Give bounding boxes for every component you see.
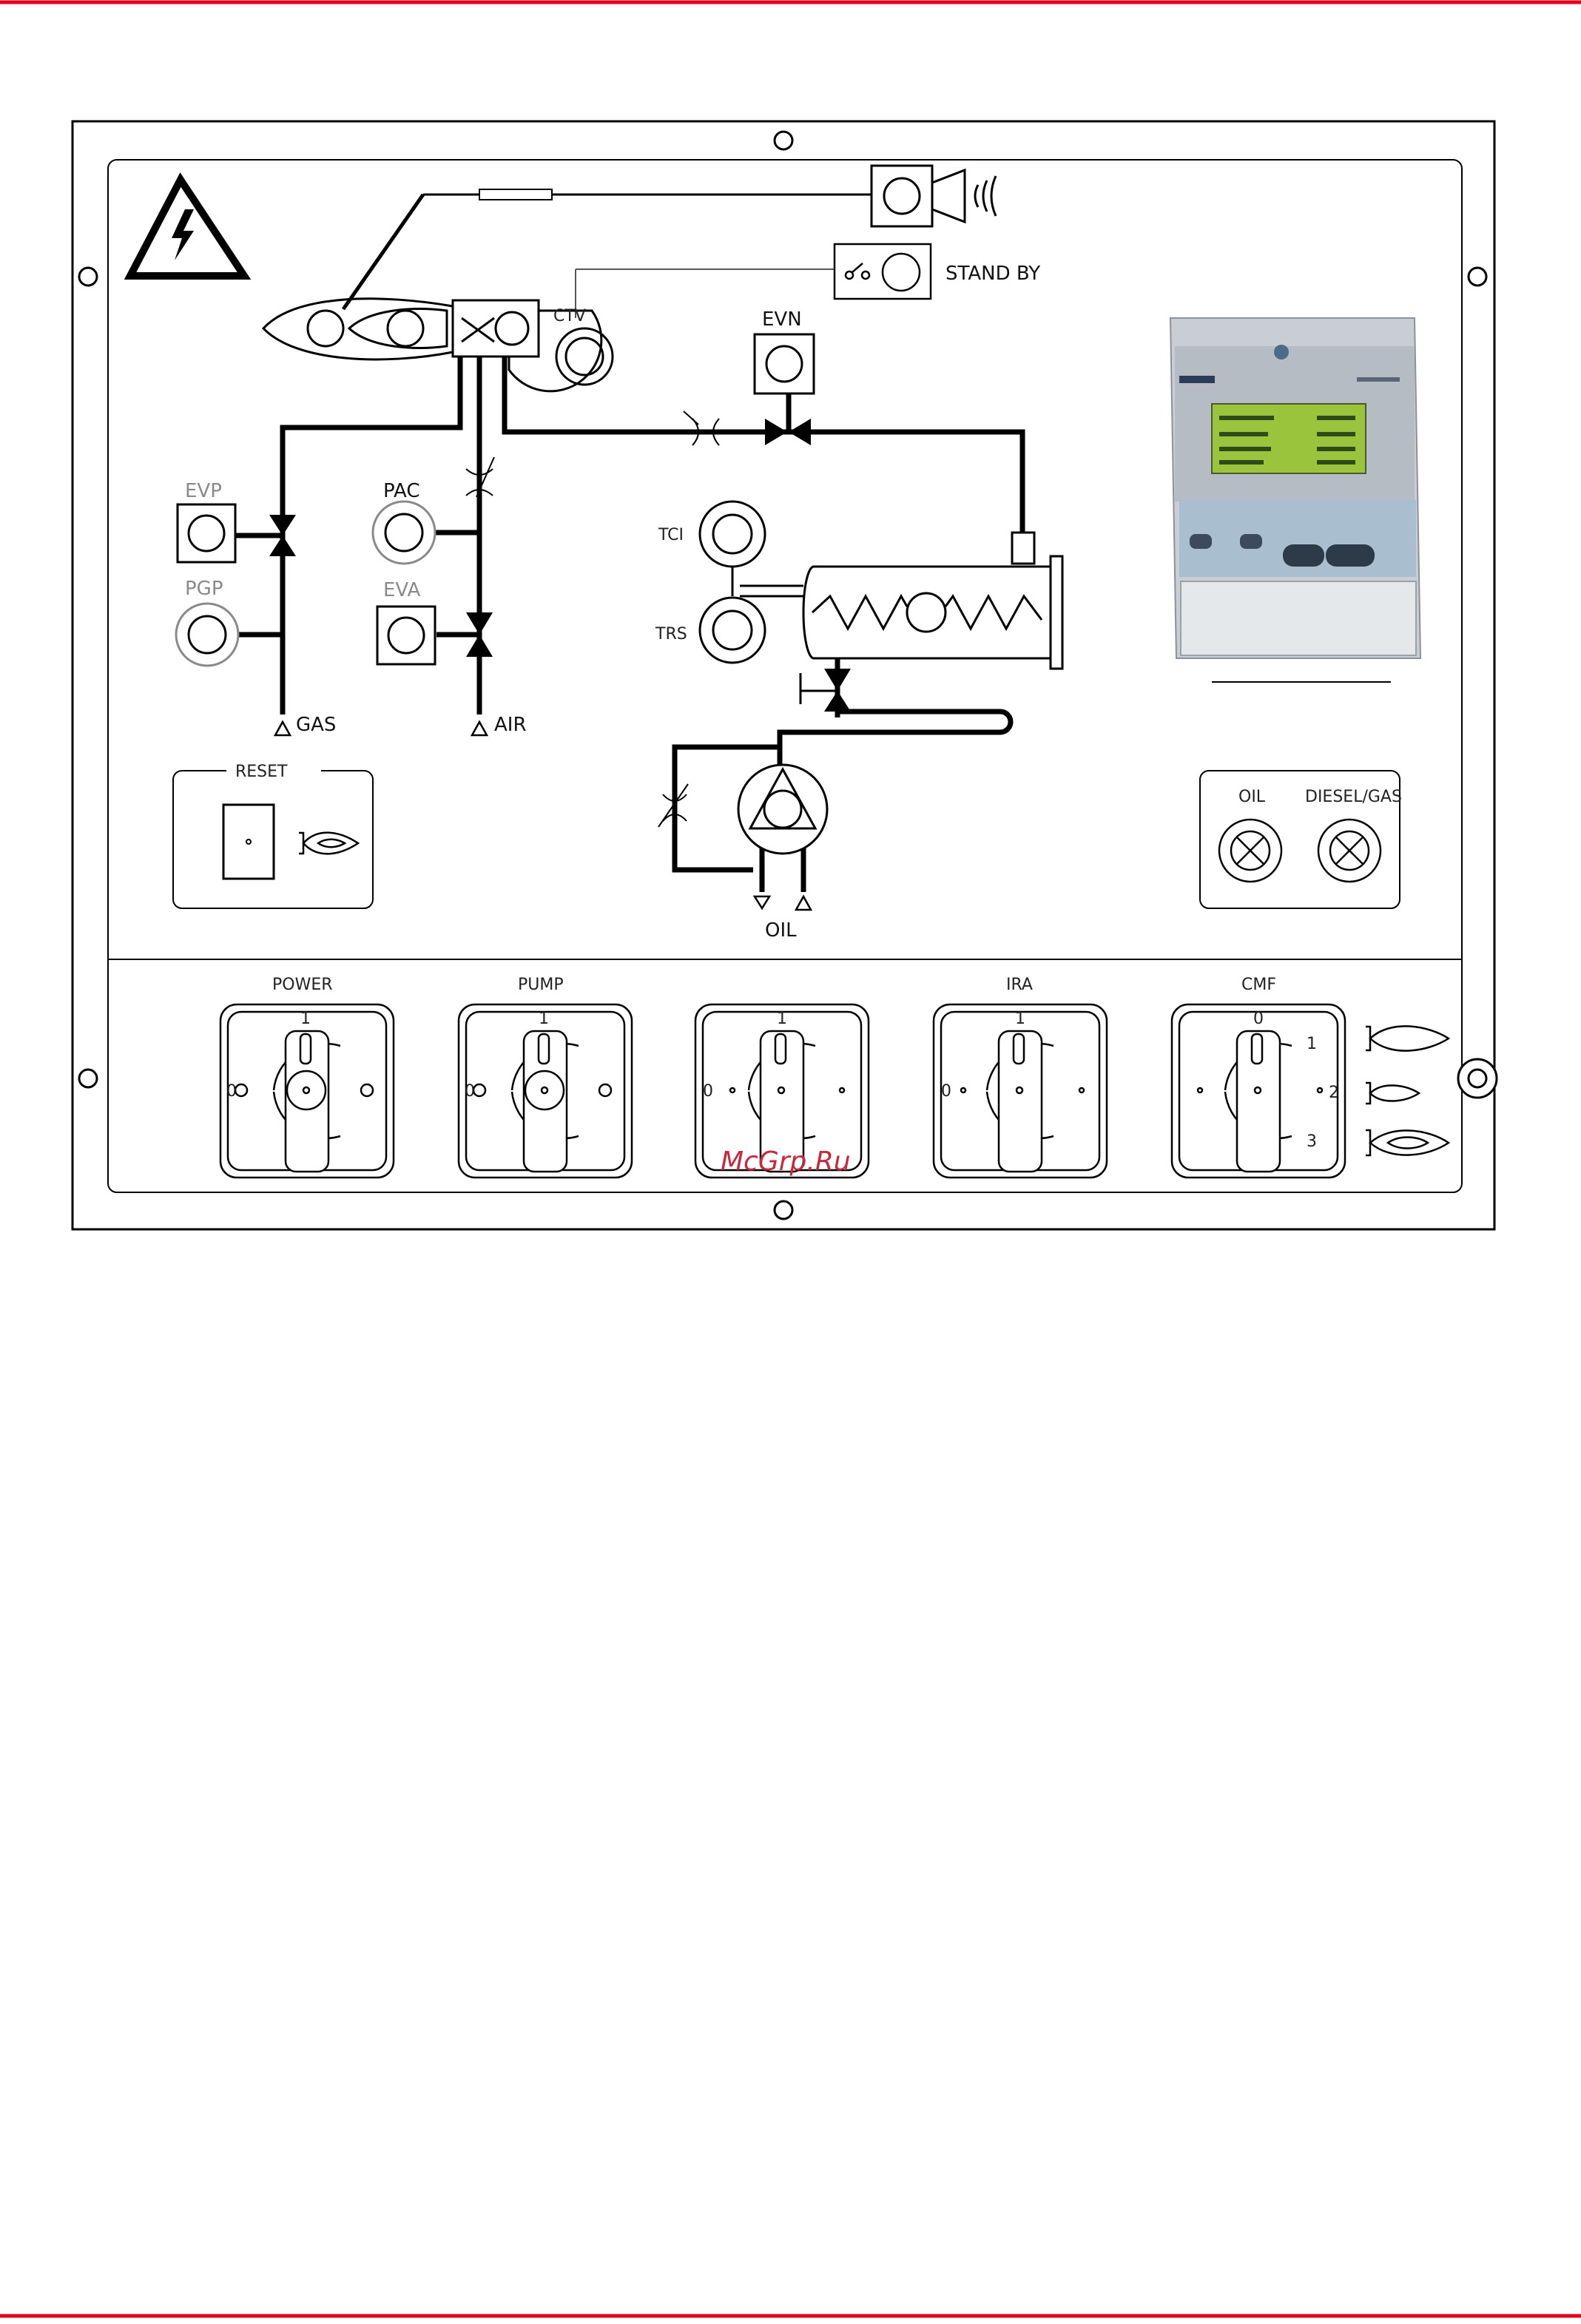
switch-3-pos-0: 0: [703, 1082, 713, 1101]
ctv-label: CTV: [553, 307, 586, 325]
horn-alarm-icon: [872, 166, 996, 226]
mount-hole-bottom: [775, 1201, 792, 1219]
cmf-switch-pos-3: 3: [1307, 1132, 1317, 1151]
gas-label: GAS: [296, 714, 336, 736]
high-voltage-warning-icon: [130, 180, 244, 276]
oil-outlet-arrow: [755, 896, 769, 908]
burner-control-display[interactable]: [1170, 318, 1420, 682]
cmf-switch-title: CMF: [1241, 976, 1276, 994]
pump-switch-pos-1: 1: [539, 1010, 549, 1028]
tci-icon: [700, 501, 765, 567]
oil-pump-circuit: [675, 658, 1011, 892]
standby-label: STAND BY: [945, 263, 1040, 285]
gas-inlet-arrow: [275, 722, 290, 735]
pump-switch-pos-0: 0: [465, 1082, 475, 1101]
eva-icon: [377, 607, 435, 664]
reset-button[interactable]: [223, 805, 274, 879]
pgp-icon: [176, 604, 238, 666]
cmf-switch-pos-0: 0: [1253, 1010, 1264, 1028]
cmf-switch[interactable]: [1172, 1004, 1345, 1178]
standby-lamp-icon: [835, 244, 931, 299]
oil-preheater-icon: [732, 533, 1062, 669]
air-line: [435, 357, 479, 715]
evp-icon: [178, 504, 235, 562]
oil-indicator-lamp-icon: [1219, 820, 1281, 882]
return-throttle-icon: [684, 411, 719, 445]
mount-hole-right-bottom-inner: [1469, 1070, 1486, 1087]
power-switch-pos-0: 0: [226, 1082, 237, 1101]
pac-label: PAC: [383, 480, 420, 502]
display-button[interactable]: [1283, 544, 1324, 567]
cmf-flame-icons: [1366, 1026, 1449, 1155]
pgp-label: PGP: [185, 578, 223, 600]
oil-indicator-label: OIL: [1238, 788, 1266, 806]
air-label: AIR: [494, 714, 527, 736]
flame-small-icon: [1366, 1083, 1419, 1104]
reset-label: RESET: [235, 763, 288, 781]
power-switch-title: POWER: [272, 976, 333, 994]
power-switch[interactable]: [220, 1004, 394, 1178]
mount-hole-left-bottom: [79, 1070, 97, 1087]
burner-flame-icon: [263, 299, 453, 359]
oil-pump-icon: [738, 765, 827, 854]
air-inlet-arrow: [472, 722, 487, 735]
oil-label: OIL: [765, 919, 797, 942]
flame-large-icon: [1366, 1026, 1449, 1050]
trs-icon: [700, 598, 765, 663]
mount-hole-top: [775, 132, 792, 149]
mount-hole-right-top: [1469, 268, 1486, 286]
tci-label: TCI: [658, 526, 684, 544]
diesel-gas-indicator-lamp-icon: [1318, 820, 1381, 882]
cmf-switch-pos-1: 1: [1307, 1035, 1317, 1053]
flame-double-icon: [1366, 1130, 1449, 1155]
cmf-switch-pos-2: 2: [1329, 1084, 1339, 1102]
display-button[interactable]: [1190, 534, 1212, 549]
evn-icon: [755, 334, 814, 393]
burner-controller-icon: [453, 300, 539, 357]
diesel-gas-indicator-label: DIESEL/GAS: [1305, 788, 1402, 806]
display-button[interactable]: [1240, 534, 1262, 549]
lockout-flame-icon: [299, 833, 358, 854]
oil-inlet-arrow: [796, 896, 811, 910]
evp-label: EVP: [185, 480, 222, 502]
trs-label: TRS: [655, 625, 687, 644]
evn-label: EVN: [762, 308, 802, 331]
mount-hole-left-top: [79, 268, 97, 286]
horn-cable: [343, 195, 423, 309]
pump-switch-title: PUMP: [518, 976, 564, 994]
ira-switch[interactable]: [934, 1004, 1107, 1178]
cable-fuse: [479, 189, 552, 200]
power-switch-pos-1: 1: [300, 1010, 311, 1028]
ira-switch-pos-1: 1: [1015, 1010, 1025, 1028]
eva-label: EVA: [383, 579, 421, 601]
switch-3-pos-1: 1: [777, 1010, 787, 1028]
display-button[interactable]: [1326, 544, 1375, 567]
pump-switch[interactable]: [459, 1004, 632, 1178]
watermark: McGrp.Ru: [721, 1146, 851, 1177]
ira-switch-pos-0: 0: [941, 1082, 951, 1101]
ira-switch-title: IRA: [1006, 976, 1033, 994]
pac-icon: [373, 501, 435, 564]
display-cover: [1181, 581, 1416, 655]
